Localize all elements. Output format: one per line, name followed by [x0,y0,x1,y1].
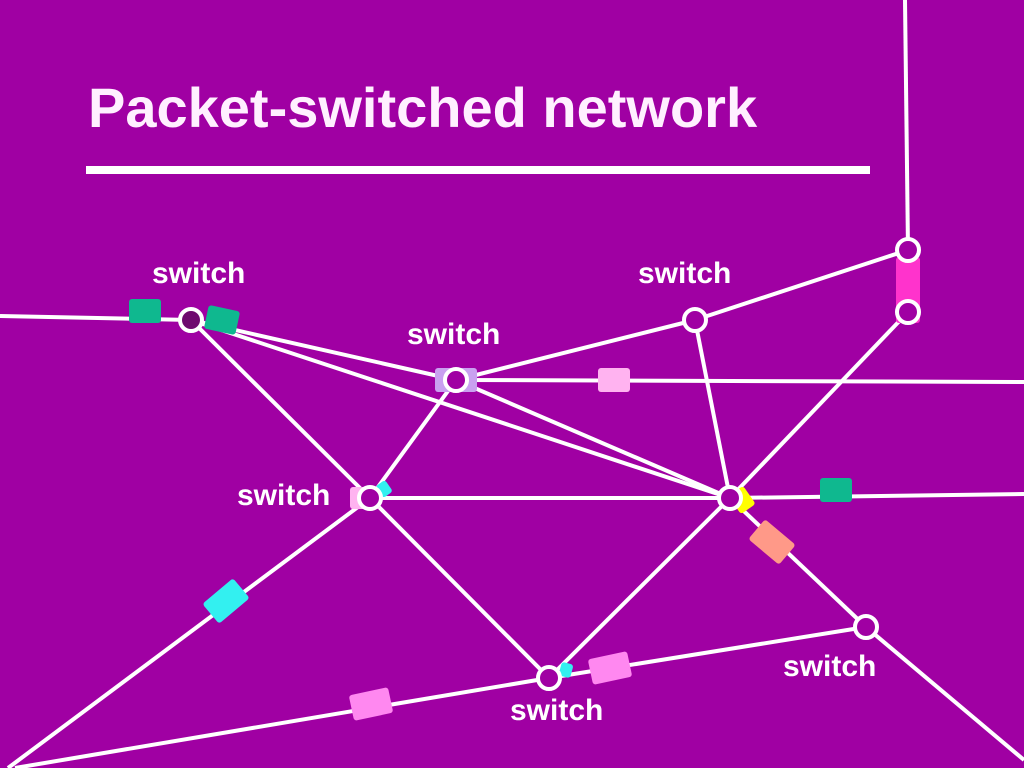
title-underline [86,166,870,174]
link-line [0,314,192,322]
link-line [455,318,696,382]
link-line [189,318,372,500]
link-line [903,0,910,251]
packet-cyan [203,579,249,623]
packet-violet [588,651,632,685]
link-line [14,676,550,768]
packet-cyan [559,662,573,678]
link-line [728,310,910,500]
link-line [693,319,732,499]
switch-node [178,307,204,333]
link-line [368,378,458,500]
link-line [547,496,732,680]
switch-node [853,614,879,640]
switch-label-d: switch [237,479,331,512]
switch-node [443,367,469,393]
link-line [190,318,731,500]
switch-label-b: switch [638,257,732,290]
page-title: Packet-switched network [88,76,758,139]
packet-teal [204,305,240,335]
link-line [6,496,372,768]
link-line [864,625,1024,762]
link-line [455,378,731,500]
packet-teal [820,478,852,502]
switch-node [895,299,921,325]
link-line [455,378,1024,384]
switch-label-f: switch [510,694,604,727]
link-line [694,248,909,322]
packet-salmon [749,520,795,564]
switch-node [536,665,562,691]
link-line [729,492,1024,500]
switch-node [895,237,921,263]
switch-node [357,485,383,511]
switch-label-e: switch [783,650,877,683]
link-line [368,496,551,680]
link-line [728,496,868,629]
switch-label-c: switch [407,318,501,351]
packet-teal [129,299,161,323]
switch-nodes [178,237,921,691]
packet-violet [349,687,393,721]
switch-node [717,485,743,511]
switch-node [682,307,708,333]
packet-pink [598,368,630,392]
switch-label-a: switch [152,257,246,290]
